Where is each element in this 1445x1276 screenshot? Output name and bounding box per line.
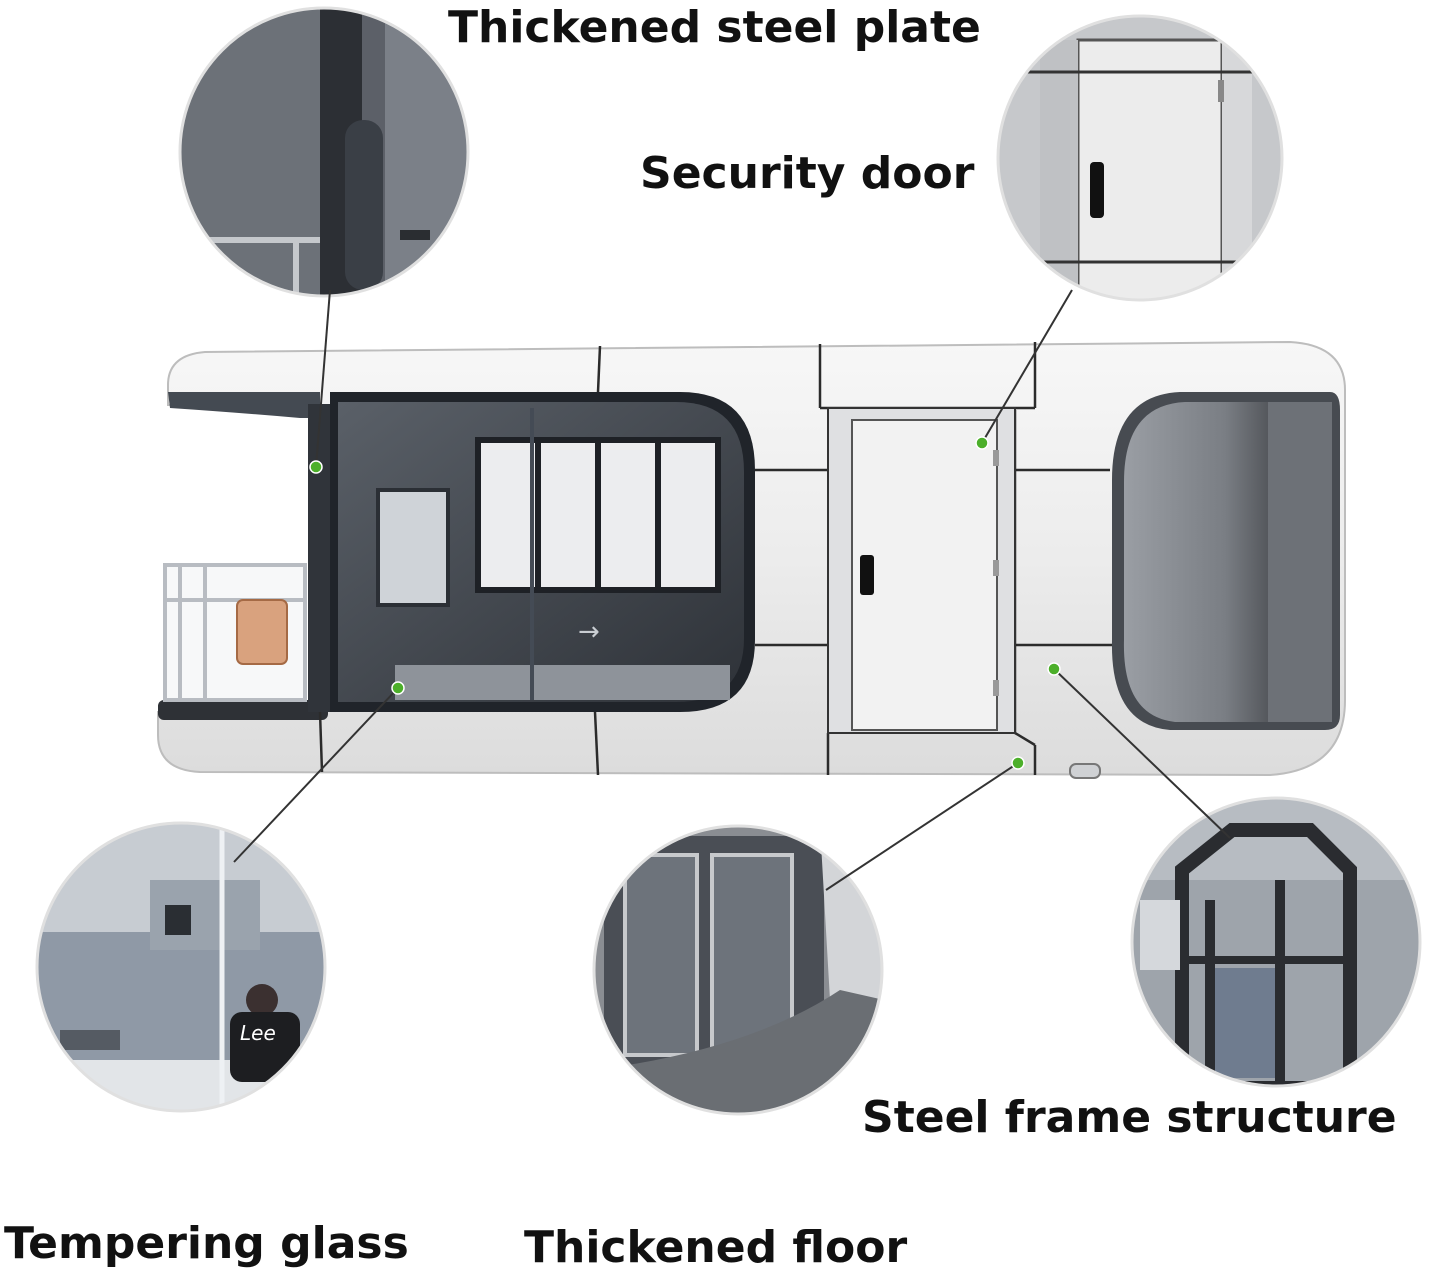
corner-post [308, 404, 330, 712]
capsule-end-glass [1123, 402, 1268, 722]
dot-steel-frame [1047, 662, 1061, 676]
label-thickened-floor: Thickened floor [524, 1222, 908, 1273]
leader-steel-frame [1053, 668, 1231, 839]
leader-steel-plate [315, 289, 331, 468]
leader-tempering-glass [233, 687, 399, 863]
detail-tempering-glass-circle: Lee [35, 821, 327, 1113]
label-steel-frame-structure: Steel frame structure [862, 1092, 1397, 1143]
detail-thickened-floor-circle [592, 824, 884, 1116]
interior-floor [395, 665, 730, 700]
roof-overhang [168, 392, 320, 418]
leader-dots [309, 436, 1061, 770]
balcony-chair [236, 599, 288, 665]
label-thickened-steel-plate: Thickened steel plate [448, 2, 981, 53]
shirt-text: Lee [240, 1021, 276, 1045]
dot-floor [1011, 756, 1025, 770]
leader-security-door [981, 289, 1073, 444]
label-security-door: Security door [640, 148, 975, 199]
label-tempering-glass: Tempering glass [4, 1218, 409, 1269]
leader-floor [825, 762, 1019, 891]
detail-security-door-circle [996, 14, 1284, 302]
drain-pipe [1069, 763, 1101, 779]
door-arrow: → [578, 617, 600, 647]
balcony-slab [158, 700, 328, 720]
dot-steel-plate [309, 460, 323, 474]
dot-security-door [975, 436, 989, 450]
interior-screen [376, 488, 450, 607]
capsule-house: → [157, 340, 1346, 779]
detail-steel-frame-circle [1130, 796, 1422, 1088]
house-door-handle [860, 555, 874, 595]
detail-steel-plate-circle [178, 6, 470, 298]
dot-tempering-glass [391, 681, 405, 695]
house-door-panel [851, 419, 998, 731]
leader-lines [233, 289, 1231, 891]
